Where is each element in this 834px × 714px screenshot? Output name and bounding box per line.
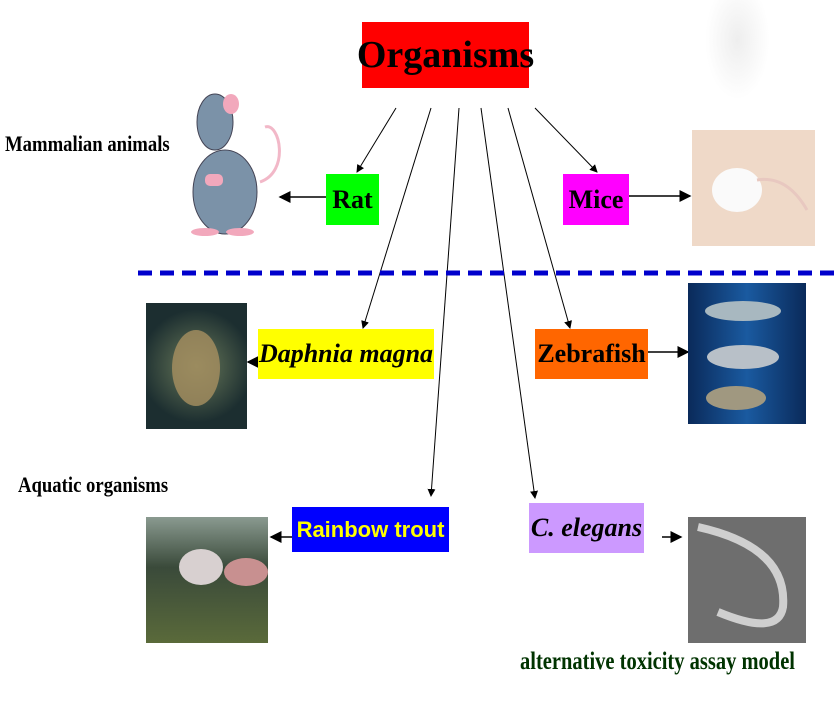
daphnia-node: Daphnia magna xyxy=(258,329,434,379)
zebrafish-photo xyxy=(688,283,806,424)
mice-node: Mice xyxy=(563,174,629,225)
arrow-to-trout xyxy=(427,107,460,497)
alternative-model-label: alternative toxicity assay model xyxy=(520,648,795,675)
arrow-to-zebrafish xyxy=(507,107,572,329)
arrow-to-celegans xyxy=(480,107,539,499)
arrow-to-rat xyxy=(356,107,397,173)
rainbow-trout-photo xyxy=(146,517,268,643)
mouse-photo xyxy=(692,130,815,246)
rainbow-trout-node: Rainbow trout xyxy=(292,507,449,552)
rat-node: Rat xyxy=(326,174,379,225)
mammalian-animals-label: Mammalian animals xyxy=(5,131,170,156)
rat-cartoon-image xyxy=(165,82,290,240)
organisms-title-box: Organisms xyxy=(357,22,534,88)
aquatic-organisms-label: Aquatic organisms xyxy=(18,472,169,497)
arrow-to-daphnia xyxy=(361,107,432,329)
zebrafish-node: Zebrafish xyxy=(535,329,648,379)
c-elegans-node: C. elegans xyxy=(529,503,644,553)
faded-mouse-watermark xyxy=(705,0,770,100)
daphnia-photo xyxy=(146,303,247,429)
arrow-to-mice xyxy=(534,107,598,173)
c-elegans-photo xyxy=(688,517,806,643)
